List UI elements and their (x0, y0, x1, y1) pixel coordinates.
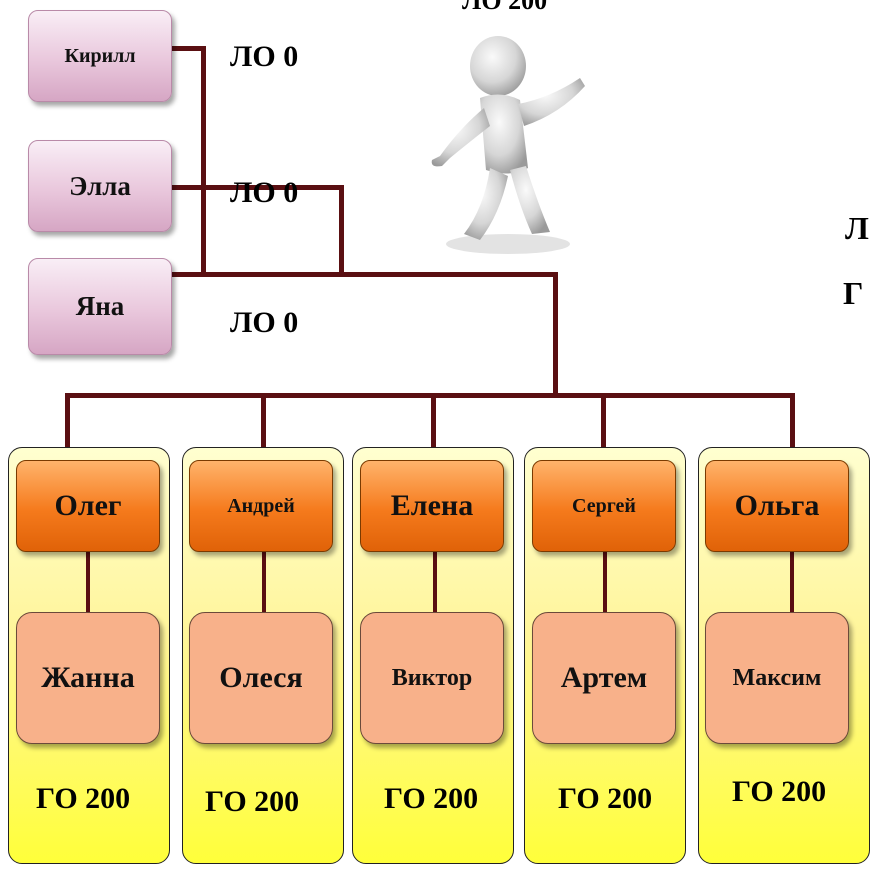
parent-box-oleg: Олег (16, 460, 160, 552)
child-box-olesya: Олеся (189, 612, 333, 744)
top-label: ЛО 200 (462, 0, 548, 15)
connector-line (603, 552, 607, 612)
parent-name: Ольга (734, 489, 820, 522)
parent-box-olga: Ольга (705, 460, 849, 552)
go-label: ГО 200 (732, 775, 827, 808)
child-name: Артем (560, 661, 648, 694)
member-box-yana: Яна (28, 258, 172, 355)
child-box-viktor: Виктор (360, 612, 504, 744)
parent-name: Елена (390, 489, 474, 522)
cut-text-line-1: Л (845, 210, 869, 246)
connector-line (790, 552, 794, 612)
go-label: ГО 200 (205, 785, 300, 818)
child-box-maksim: Максим (705, 612, 849, 744)
child-name: Максим (732, 664, 822, 691)
go-label: ГО 200 (558, 782, 653, 815)
child-name: Жанна (41, 661, 135, 694)
child-box-artem: Артем (532, 612, 676, 744)
child-name: Виктор (391, 664, 473, 691)
member-lo-label: ЛО 0 (230, 40, 299, 73)
parent-name: Сергей (572, 494, 636, 517)
member-box-ella: Элла (28, 140, 172, 232)
member-name: Элла (69, 170, 131, 201)
parent-name: Андрей (227, 494, 295, 517)
parent-box-elena: Елена (360, 460, 504, 552)
member-name: Яна (75, 291, 125, 321)
member-lo-label: ЛО 0 (230, 176, 299, 209)
member-name: Кирилл (64, 44, 136, 67)
person-presenting-icon (431, 36, 585, 254)
parent-box-andrey: Андрей (189, 460, 333, 552)
go-label: ГО 200 (384, 782, 479, 815)
connector-line (262, 552, 266, 612)
go-label: ГО 200 (36, 782, 131, 815)
parent-box-sergey: Сергей (532, 460, 676, 552)
member-lo-label: ЛО 0 (230, 306, 299, 339)
child-box-zhanna: Жанна (16, 612, 160, 744)
member-box-kirill: Кирилл (28, 10, 172, 102)
connector-line (433, 552, 437, 612)
child-name: Олеся (219, 661, 303, 694)
connector-line (86, 552, 90, 612)
cut-text-line-2: Г (843, 275, 864, 311)
parent-name: Олег (54, 489, 122, 522)
